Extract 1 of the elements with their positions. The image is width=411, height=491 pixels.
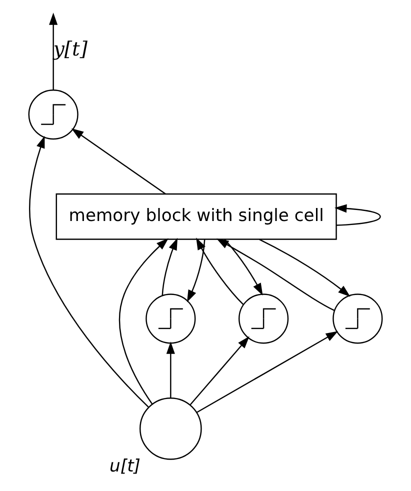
node-label: u[t] xyxy=(110,456,140,477)
